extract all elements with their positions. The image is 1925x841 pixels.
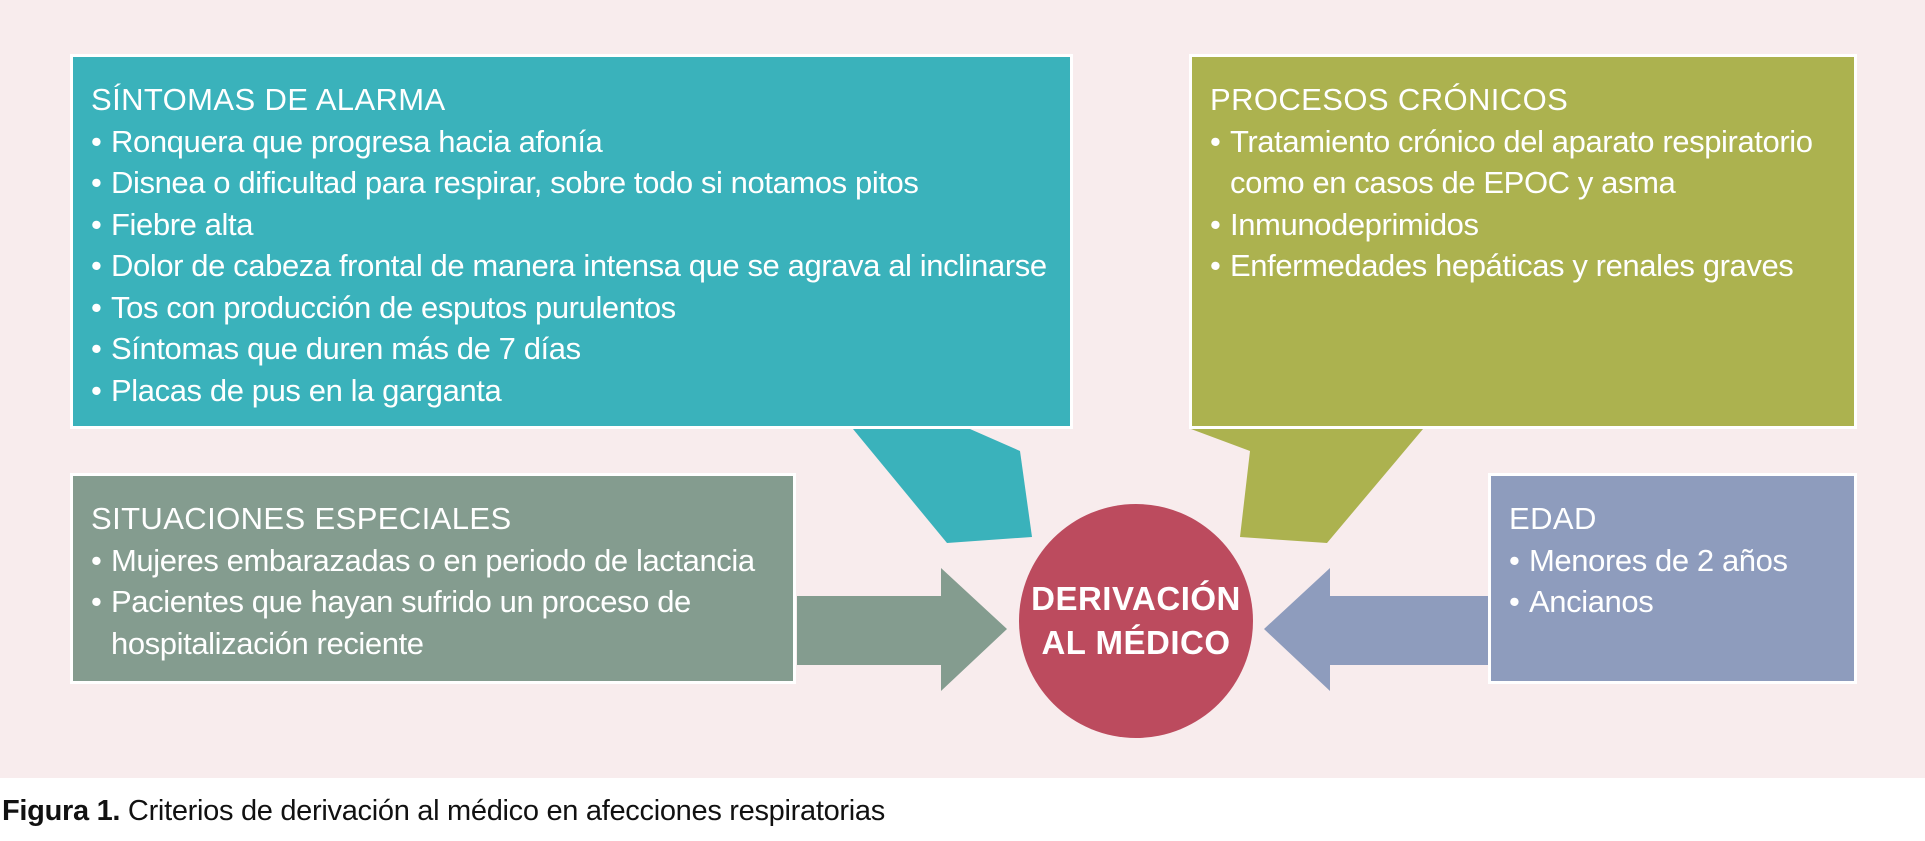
list-item: Síntomas que duren más de 7 días <box>91 328 1052 370</box>
list-item: Fiebre alta <box>91 204 1052 246</box>
list-item: Dolor de cabeza frontal de manera intens… <box>91 245 1052 287</box>
box-list: Ronquera que progresa hacia afonía Disne… <box>91 121 1052 412</box>
diagram-canvas: SÍNTOMAS DE ALARMA Ronquera que progresa… <box>0 0 1925 778</box>
caption-label: Figura 1. <box>2 795 121 827</box>
box-procesos-cronicos: PROCESOS CRÓNICOS Tratamiento crónico de… <box>1189 54 1857 429</box>
list-item: Placas de pus en la garganta <box>91 370 1052 412</box>
center-line-1: DERIVACIÓN <box>1031 580 1241 617</box>
box-list: Tratamiento crónico del aparato respirat… <box>1210 121 1836 287</box>
box-title: SÍNTOMAS DE ALARMA <box>91 82 446 117</box>
caption-text: Criterios de derivación al médico en afe… <box>120 795 885 827</box>
center-node-derivacion: DERIVACIÓN AL MÉDICO <box>1019 504 1253 738</box>
list-item: Enfermedades hepáticas y renales graves <box>1210 245 1836 287</box>
box-title: SITUACIONES ESPECIALES <box>91 501 512 536</box>
box-list: Menores de 2 años Ancianos <box>1509 540 1836 623</box>
list-item: Ronquera que progresa hacia afonía <box>91 121 1052 163</box>
list-item: Pacientes que hayan sufrido un proceso d… <box>91 581 775 664</box>
list-item: Disnea o dificultad para respirar, sobre… <box>91 162 1052 204</box>
arrow-edad-to-center <box>1264 568 1488 691</box>
box-title: EDAD <box>1509 501 1597 536</box>
box-edad: EDAD Menores de 2 años Ancianos <box>1488 473 1857 684</box>
list-item: Ancianos <box>1509 581 1836 623</box>
arrow-cronicos-to-center <box>1191 429 1423 543</box>
arrows-layer <box>797 429 1488 691</box>
box-title: PROCESOS CRÓNICOS <box>1210 82 1569 117</box>
list-item: Tos con producción de esputos purulentos <box>91 287 1052 329</box>
list-item: Mujeres embarazadas o en periodo de lact… <box>91 540 775 582</box>
list-item: Inmunodeprimidos <box>1210 204 1836 246</box>
center-line-2: AL MÉDICO <box>1041 624 1231 661</box>
figure-caption: Figura 1. Criterios de derivación al méd… <box>2 795 885 828</box>
arrow-alarma-to-center <box>853 429 1032 543</box>
box-list: Mujeres embarazadas o en periodo de lact… <box>91 540 775 665</box>
list-item: Menores de 2 años <box>1509 540 1836 582</box>
list-item: Tratamiento crónico del aparato respirat… <box>1210 121 1836 204</box>
arrow-especiales-to-center <box>797 568 1007 691</box>
box-sintomas-alarma: SÍNTOMAS DE ALARMA Ronquera que progresa… <box>70 54 1073 429</box>
box-situaciones-especiales: SITUACIONES ESPECIALES Mujeres embarazad… <box>70 473 796 684</box>
